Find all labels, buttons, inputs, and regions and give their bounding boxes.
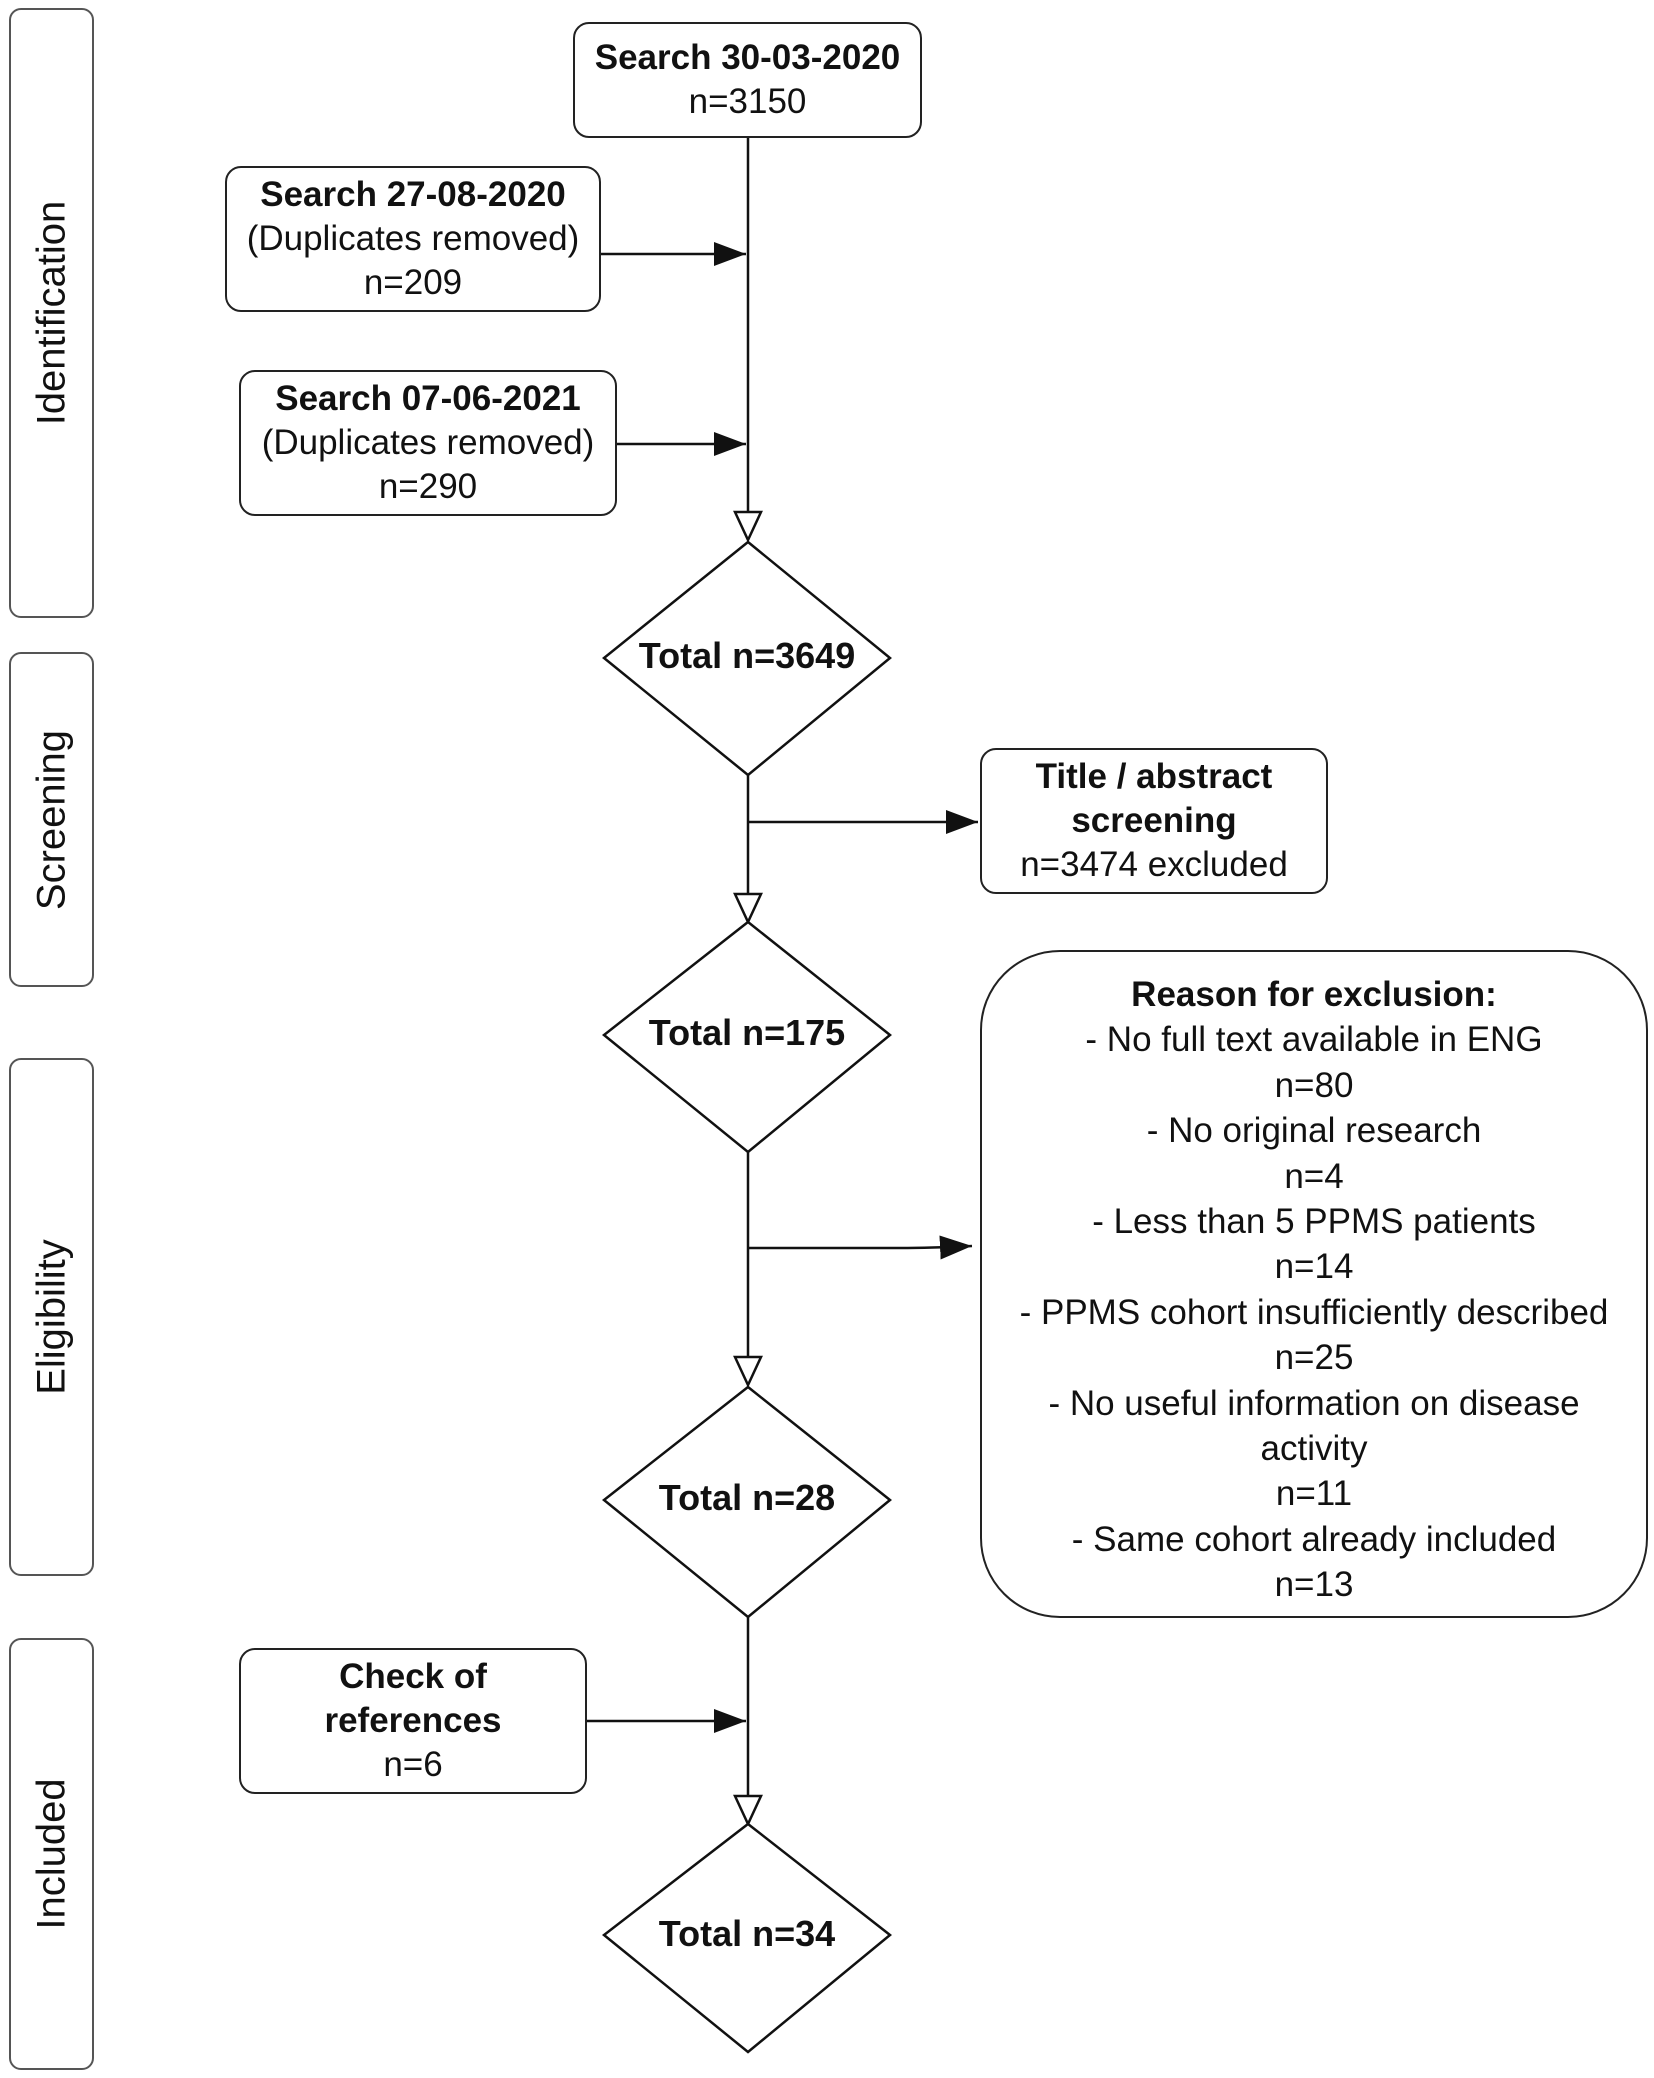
decision-diamond-2 <box>601 920 892 1154</box>
search2-count: n=209 <box>363 263 463 302</box>
total-label-1: Total n=3649 <box>638 635 856 676</box>
screening-exclusion-box: Title / abstract screening n=3474 exclud… <box>980 748 1328 894</box>
reason-count: n=14 <box>1274 1247 1354 1287</box>
search1-count: n=3150 <box>688 82 807 121</box>
search2-note: (Duplicates removed) <box>246 219 580 258</box>
reason-line: activity <box>1260 1429 1368 1469</box>
reason-count: n=13 <box>1274 1565 1354 1605</box>
decision-diamond-1 <box>602 540 892 777</box>
search1-title: Search 30-03-2020 <box>594 38 901 77</box>
references-count: n=6 <box>383 1745 443 1784</box>
search-box-3: Search 07-06-2021 (Duplicates removed) n… <box>239 370 617 516</box>
total-label-3: Total n=28 <box>658 1477 836 1518</box>
total-label-4: Total n=34 <box>658 1913 836 1954</box>
screening-title-line1: Title / abstract <box>1035 757 1273 796</box>
stage-included: Included <box>9 1638 94 2070</box>
open-arrowhead-3 <box>733 1355 763 1388</box>
search-box-2: Search 27-08-2020 (Duplicates removed) n… <box>225 166 601 312</box>
search2-title: Search 27-08-2020 <box>260 175 566 214</box>
references-title-line1: Check of <box>339 1657 487 1696</box>
stage-eligibility: Eligibility <box>9 1058 94 1576</box>
stage-identification: Identification <box>9 8 94 618</box>
reason-count: n=11 <box>1275 1474 1353 1514</box>
reason-line: - PPMS cohort insufficiently described <box>1019 1292 1609 1332</box>
stage-label-eligibility: Eligibility <box>29 1239 73 1395</box>
reason-count: n=80 <box>1274 1065 1354 1105</box>
search3-count: n=290 <box>378 467 478 506</box>
references-title-line2: references <box>324 1701 502 1740</box>
reason-line: - No useful information on disease <box>1048 1383 1580 1423</box>
open-arrowhead-2 <box>733 892 763 925</box>
stage-screening: Screening <box>9 652 94 987</box>
stage-label-screening: Screening <box>29 729 73 910</box>
reason-line: - No full text available in ENG <box>1085 1020 1543 1060</box>
reason-line: - Same cohort already included <box>1071 1519 1557 1559</box>
open-arrowhead-4 <box>733 1794 763 1827</box>
reason-count: n=4 <box>1284 1156 1344 1196</box>
stage-label-identification: Identification <box>29 200 73 426</box>
total-label-2: Total n=175 <box>648 1012 846 1053</box>
exclusion-reasons-box: Reason for exclusion: - No full text ava… <box>980 950 1648 1618</box>
references-box: Check of references n=6 <box>239 1648 587 1794</box>
decision-diamond-4 <box>601 1822 892 2054</box>
reason-line: - No original research <box>1146 1111 1482 1151</box>
open-arrowhead-1 <box>733 510 763 543</box>
screening-count: n=3474 excluded <box>1020 845 1288 884</box>
search3-title: Search 07-06-2021 <box>275 379 581 418</box>
connector-spine-to-reasons <box>748 1235 973 1260</box>
reason-line: - Less than 5 PPMS patients <box>1092 1202 1536 1242</box>
reason-count: n=25 <box>1274 1338 1354 1378</box>
search-box-1: Search 30-03-2020 n=3150 <box>573 22 922 138</box>
reasons-title: Reason for exclusion: <box>1131 975 1497 1014</box>
stage-label-included: Included <box>29 1778 73 1930</box>
decision-diamond-3 <box>601 1385 892 1619</box>
search3-note: (Duplicates removed) <box>261 423 595 462</box>
screening-title-line2: screening <box>1071 801 1237 840</box>
